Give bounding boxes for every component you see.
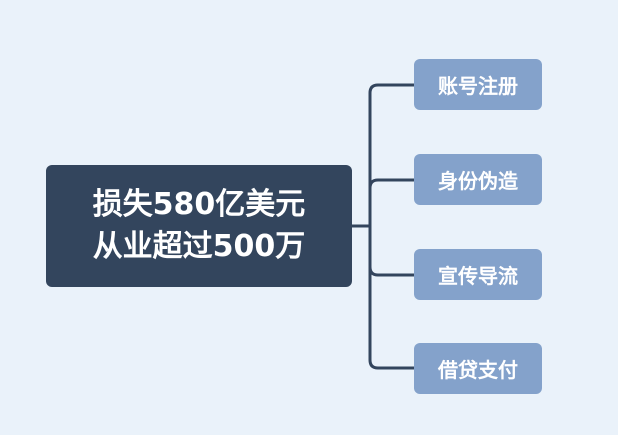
root-line-1: 损失580亿美元 [92, 187, 306, 222]
branch-node-loan-payment: 借贷支付 [414, 343, 542, 394]
branch-node-account-registration: 账号注册 [414, 59, 542, 110]
branch-node-identity-forgery: 身份伪造 [414, 154, 542, 205]
root-line-2: 从业超过500万 [92, 229, 306, 264]
root-node: 损失580亿美元 从业超过500万 [46, 165, 352, 287]
branch-node-promotion-traffic: 宣传导流 [414, 249, 542, 300]
connector-branch-1 [368, 178, 414, 189]
connector-spine [368, 83, 380, 370]
connector-branch-2 [368, 266, 414, 277]
